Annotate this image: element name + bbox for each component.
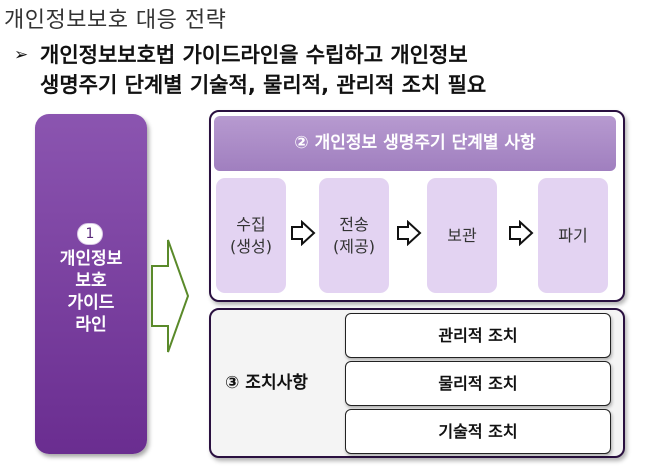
arrow-right-icon — [509, 220, 534, 246]
bullet-arrow-icon: ➢ — [14, 45, 29, 65]
stage-collect: 수집 (생성) — [216, 178, 286, 293]
stage-destroy: 파기 — [538, 178, 608, 293]
measure-technical: 기술적 조치 — [345, 409, 611, 454]
subtitle-line-1: 개인정보보호법 가이드라인을 수립하고 개인정보 — [40, 43, 468, 67]
measure-physical: 물리적 조치 — [345, 361, 611, 406]
guideline-number-badge: 1 — [77, 223, 103, 245]
stage-storage: 보관 — [427, 178, 497, 293]
stage-transfer: 전송 (제공) — [319, 178, 389, 293]
subtitle: ➢ 개인정보보호법 가이드라인을 수립하고 개인정보 생명주기 단계별 기술적,… — [14, 40, 486, 100]
lifecycle-header: ② 개인정보 생명주기 단계별 사항 — [214, 116, 616, 171]
big-right-arrow-icon — [151, 239, 190, 353]
measures-label: ③ 조치사항 — [225, 373, 308, 393]
guideline-label: 개인정보 보호 가이드 라인 — [59, 249, 123, 335]
subtitle-line-2: 생명주기 단계별 기술적, 물리적, 관리적 조치 필요 — [40, 73, 487, 97]
measure-administrative: 관리적 조치 — [345, 313, 611, 358]
page-title: 개인정보보호 대응 전략 — [4, 8, 227, 33]
arrow-right-icon — [397, 220, 422, 246]
arrow-right-icon — [291, 220, 316, 246]
guideline-box: 1 개인정보 보호 가이드 라인 — [35, 114, 147, 454]
